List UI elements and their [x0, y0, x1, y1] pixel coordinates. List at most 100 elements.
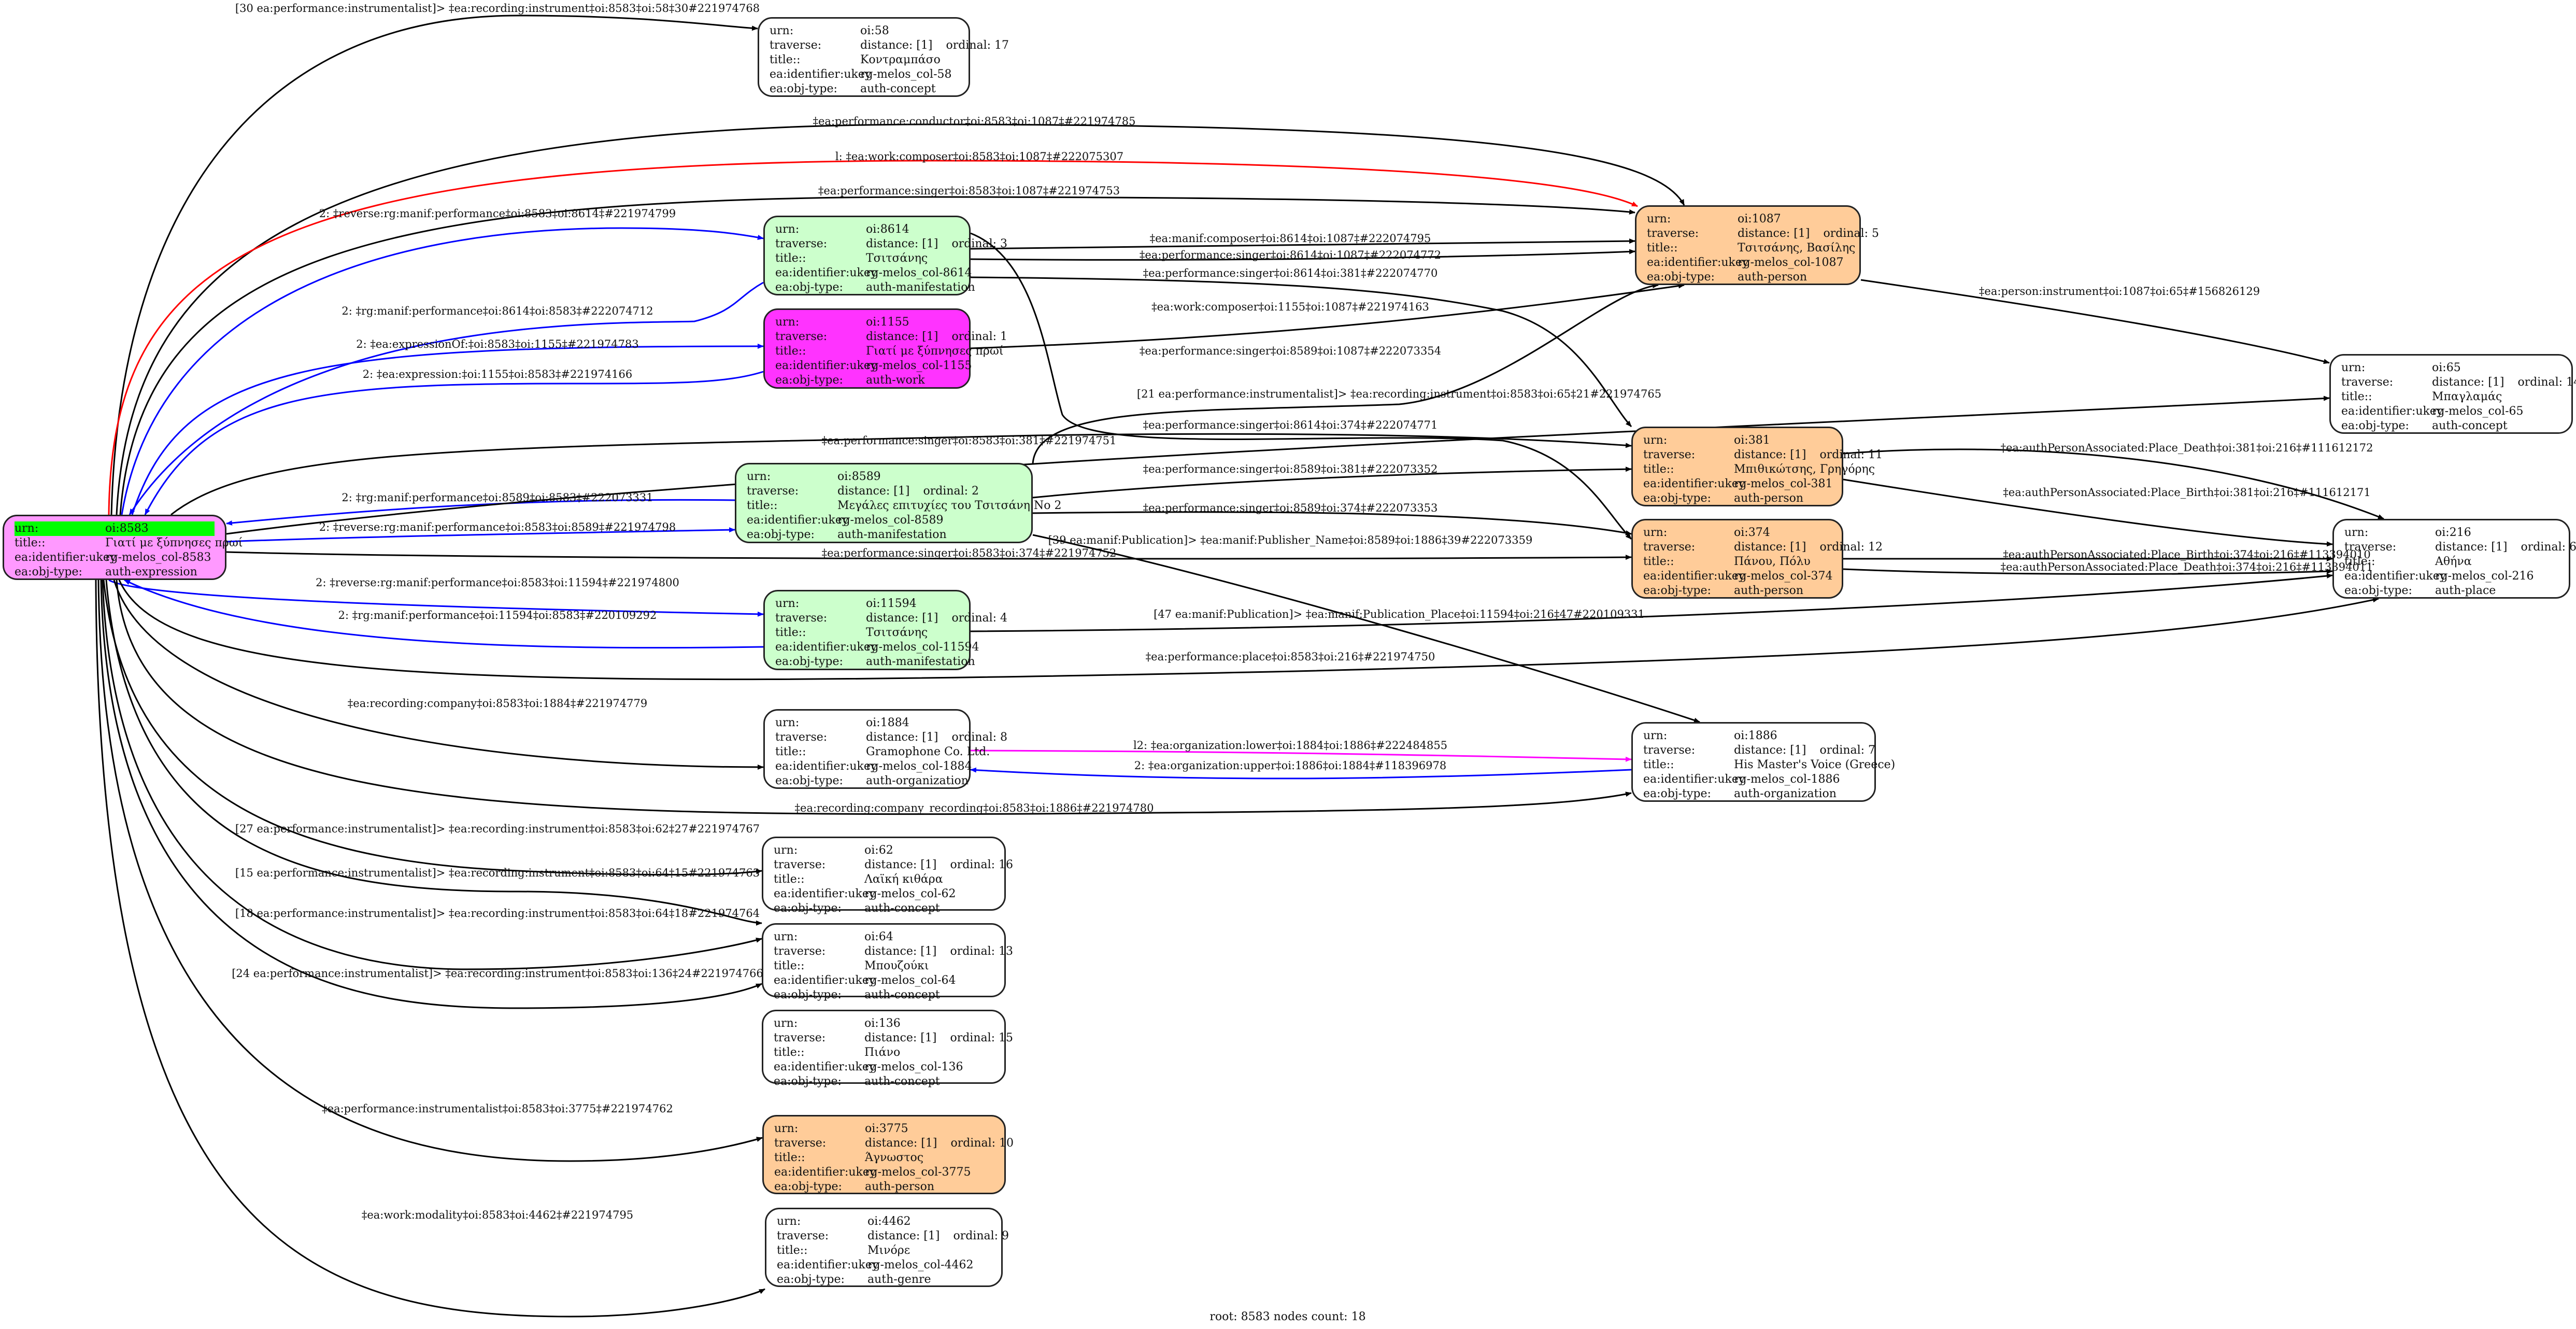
ordinal-value: ordinal: 13 [950, 945, 1014, 958]
ukey-label: ea:identifier:ukey [774, 1166, 876, 1179]
title-value: Άγνωστος [865, 1151, 924, 1164]
objtype-label: ea:obj-type: [1643, 492, 1711, 505]
urn-label: urn: [1643, 434, 1668, 447]
objtype-label: ea:obj-type: [2341, 419, 2409, 432]
ukey-value: rg-melos_col-8589 [837, 514, 944, 527]
urn-label: urn: [775, 597, 800, 610]
ukey-label: ea:identifier:ukey [775, 641, 877, 654]
edge-e12 [226, 551, 1632, 560]
edge-label: 2: ‡ea:expressionOf:‡oi:8583‡oi:1155‡#22… [356, 338, 639, 350]
edge-e21 [97, 579, 763, 1162]
objtype-label: ea:obj-type: [747, 528, 815, 541]
edge-label: [18 ea:performance:instrumentalist]> ‡ea… [235, 907, 760, 920]
traverse-label: traverse: [1647, 227, 1699, 240]
urn-value: oi:65 [2432, 361, 2461, 374]
objtype-label: ea:obj-type: [775, 281, 843, 294]
ukey-value: rg-melos_col-136 [864, 1061, 963, 1073]
objtype-value: auth-organization [1734, 787, 1837, 800]
ordinal-value: ordinal: 17 [946, 39, 1009, 52]
traverse-label: traverse: [774, 1137, 827, 1150]
objtype-label: ea:obj-type: [775, 774, 843, 787]
objtype-value: auth-genre [867, 1273, 931, 1286]
urn-label: urn: [2341, 361, 2366, 374]
ukey-label: ea:identifier:ukey [1643, 477, 1745, 490]
title-label: title:: [774, 1151, 805, 1164]
edge-e27 [1032, 283, 1659, 464]
edge-label: 2: ‡rg:manif:performance‡oi:11594‡oi:858… [338, 609, 657, 621]
title-value: Πιάνο [864, 1046, 901, 1059]
urn-label: urn: [774, 930, 798, 943]
ordinal-value: ordinal: 5 [1823, 227, 1880, 240]
title-value: Μπιθικώτσης, Γρηγόρης [1734, 463, 1875, 476]
title-label: title:: [1647, 242, 1678, 255]
ukey-value: rg-melos_col-62 [864, 887, 956, 900]
ukey-value: rg-melos_col-1886 [1734, 773, 1840, 786]
urn-label: urn: [1643, 526, 1668, 539]
traverse-label: traverse: [770, 39, 822, 52]
traverse-label: traverse: [775, 330, 828, 343]
traverse-label: traverse: [1643, 744, 1696, 757]
edge-e36 [970, 767, 1632, 780]
title-value: Αθήνα [2435, 555, 2472, 568]
title-value: Τσιτσάνης, Βασίλης [1738, 242, 1856, 255]
distance-value: distance: [1] [864, 858, 937, 871]
title-label: title:: [1643, 555, 1674, 568]
edge-e31 [1032, 511, 1632, 535]
edge-label: 2: ‡ea:organization:upper‡oi:1886‡oi:188… [1134, 759, 1447, 772]
edge-e30 [1032, 466, 1632, 499]
node-8583[interactable]: urn:oi:8583 title::Γιατί με ξύπνησες πρω… [3, 515, 243, 580]
edge-e9 [170, 433, 1632, 516]
objtype-value: auth-expression [105, 565, 197, 578]
distance-value: distance: [1] [864, 1031, 937, 1044]
edge-e41 [1843, 568, 2333, 575]
ukey-label: ea:identifier:ukey [15, 551, 117, 564]
edge-label: ‡ea:performance:singer‡oi:8583‡oi:374‡#2… [821, 547, 1117, 559]
edge-label: [47 ea:manif:Publication]> ‡ea:manif:Pub… [1154, 608, 1645, 620]
edge-label: [24 ea:performance:instrumentalist]> ‡ea… [232, 967, 763, 980]
distance-value: distance: [1] [864, 945, 937, 958]
distance-value: distance: [1] [866, 330, 938, 343]
edge-e34 [118, 579, 2379, 681]
objtype-label: ea:obj-type: [770, 82, 837, 95]
urn-label: urn: [15, 521, 105, 536]
ukey-label: ea:identifier:ukey [775, 760, 877, 773]
ukey-label: ea:identifier:ukey [1647, 256, 1749, 269]
graph-footer: root: 8583 nodes count: 18 [1209, 1310, 1366, 1323]
title-label: title:: [775, 345, 806, 358]
edge-label: ‡ea:recording:company_recording‡oi:8583‡… [794, 802, 1154, 814]
edge-label: [39 ea:manif:Publication]> ‡ea:manif:Pub… [1048, 534, 1533, 546]
ordinal-value: ordinal: 14 [2517, 376, 2576, 389]
objtype-value: auth-person [1734, 492, 1804, 505]
edge-label: ‡ea:performance:singer‡oi:8589‡oi:374‡#2… [1143, 502, 1438, 514]
edge-e11 [226, 527, 735, 543]
edge-label: ‡ea:recording:company‡oi:8583‡oi:1884‡#2… [347, 697, 648, 710]
edge-e23 [970, 238, 1635, 250]
distance-value: distance: [1] [1738, 227, 1810, 240]
urn-label: urn: [770, 24, 794, 37]
title-value: Μινόρε [867, 1244, 910, 1257]
edge-e38 [1843, 448, 2384, 520]
ukey-label: ea:identifier:ukey [774, 887, 876, 900]
ukey-label: ea:identifier:ukey [774, 974, 876, 987]
edge-e28 [226, 395, 2330, 535]
edge-e24 [970, 249, 1635, 261]
title-label: title:: [775, 745, 806, 758]
edge-e17 [103, 579, 762, 875]
